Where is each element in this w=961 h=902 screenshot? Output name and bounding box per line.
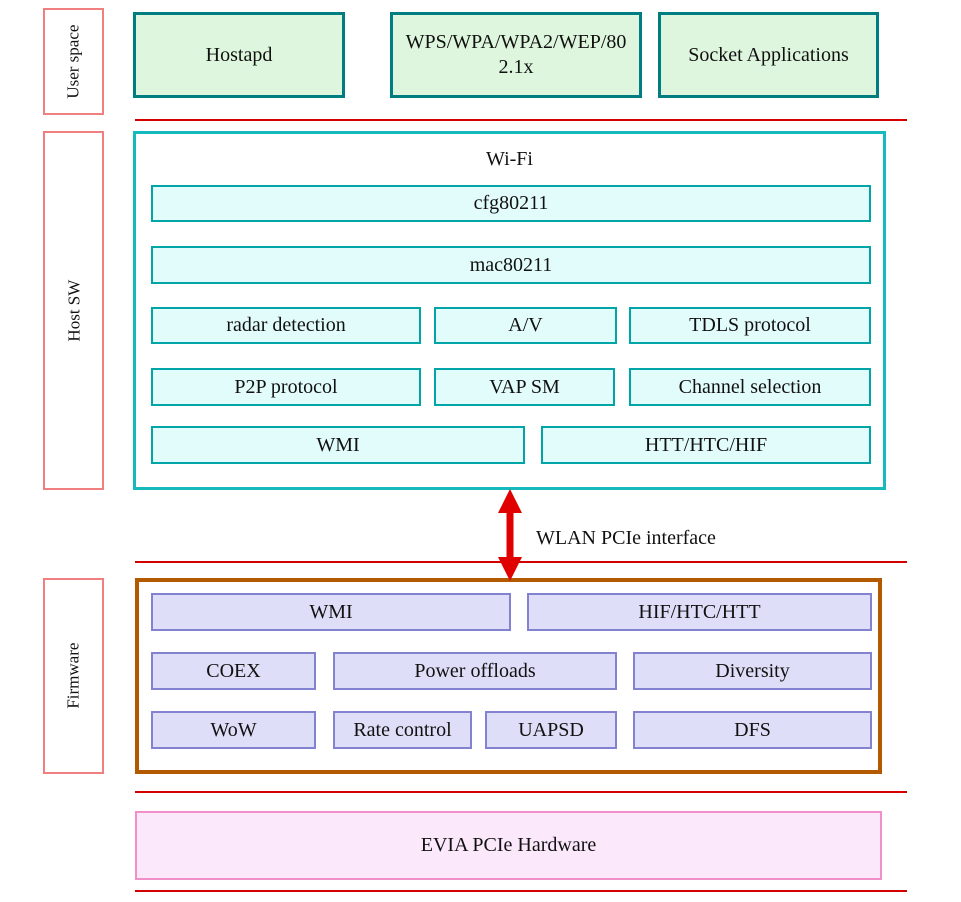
block-vap-sm: VAP SM (434, 368, 615, 406)
block-host-wmi: WMI (151, 426, 525, 464)
block-diversity: Diversity (633, 652, 872, 690)
section-label-user-space: User space (43, 8, 104, 115)
block-htt-htc-hif: HTT/HTC/HIF (541, 426, 871, 464)
section-label-firmware-text: Firmware (63, 642, 83, 710)
block-tdls-protocol: TDLS protocol (629, 307, 871, 344)
block-wow: WoW (151, 711, 316, 749)
block-radar-detection: radar detection (151, 307, 421, 344)
block-coex: COEX (151, 652, 316, 690)
block-rate-control: Rate control (333, 711, 472, 749)
section-label-user-space-text: User space (63, 24, 83, 99)
block-p2p-protocol: P2P protocol (151, 368, 421, 406)
section-label-firmware: Firmware (43, 578, 104, 774)
host-sw-inner: Wi-Fi cfg80211 mac80211 radar detection … (136, 134, 883, 487)
block-hostapd: Hostapd (133, 12, 345, 98)
block-av: A/V (434, 307, 617, 344)
separator-line-1 (135, 119, 907, 121)
pcie-double-arrow-icon (496, 489, 524, 581)
block-socket-applications: Socket Applications (658, 12, 879, 98)
section-label-host-sw-text: Host SW (63, 279, 83, 342)
firmware-container: WMI HIF/HTC/HTT COEX Power offloads Dive… (135, 578, 882, 774)
block-evia-pcie-hardware: EVIA PCIe Hardware (135, 811, 882, 880)
block-wps-wpa: WPS/WPA/WPA2/WEP/802.1x (390, 12, 642, 98)
separator-line-3 (135, 791, 907, 793)
section-label-host-sw: Host SW (43, 131, 104, 490)
block-cfg80211: cfg80211 (151, 185, 871, 222)
block-fw-wmi: WMI (151, 593, 511, 631)
pcie-interface-label: WLAN PCIe interface (536, 526, 716, 549)
block-uapsd: UAPSD (485, 711, 617, 749)
host-sw-container: Wi-Fi cfg80211 mac80211 radar detection … (133, 131, 886, 490)
block-hif-htc-htt: HIF/HTC/HTT (527, 593, 872, 631)
host-sw-title: Wi-Fi (486, 147, 533, 170)
separator-line-2 (135, 561, 907, 563)
block-channel-selection: Channel selection (629, 368, 871, 406)
separator-line-4 (135, 890, 907, 892)
firmware-inner: WMI HIF/HTC/HTT COEX Power offloads Dive… (139, 582, 878, 770)
block-dfs: DFS (633, 711, 872, 749)
block-power-offloads: Power offloads (333, 652, 617, 690)
block-mac80211: mac80211 (151, 246, 871, 284)
